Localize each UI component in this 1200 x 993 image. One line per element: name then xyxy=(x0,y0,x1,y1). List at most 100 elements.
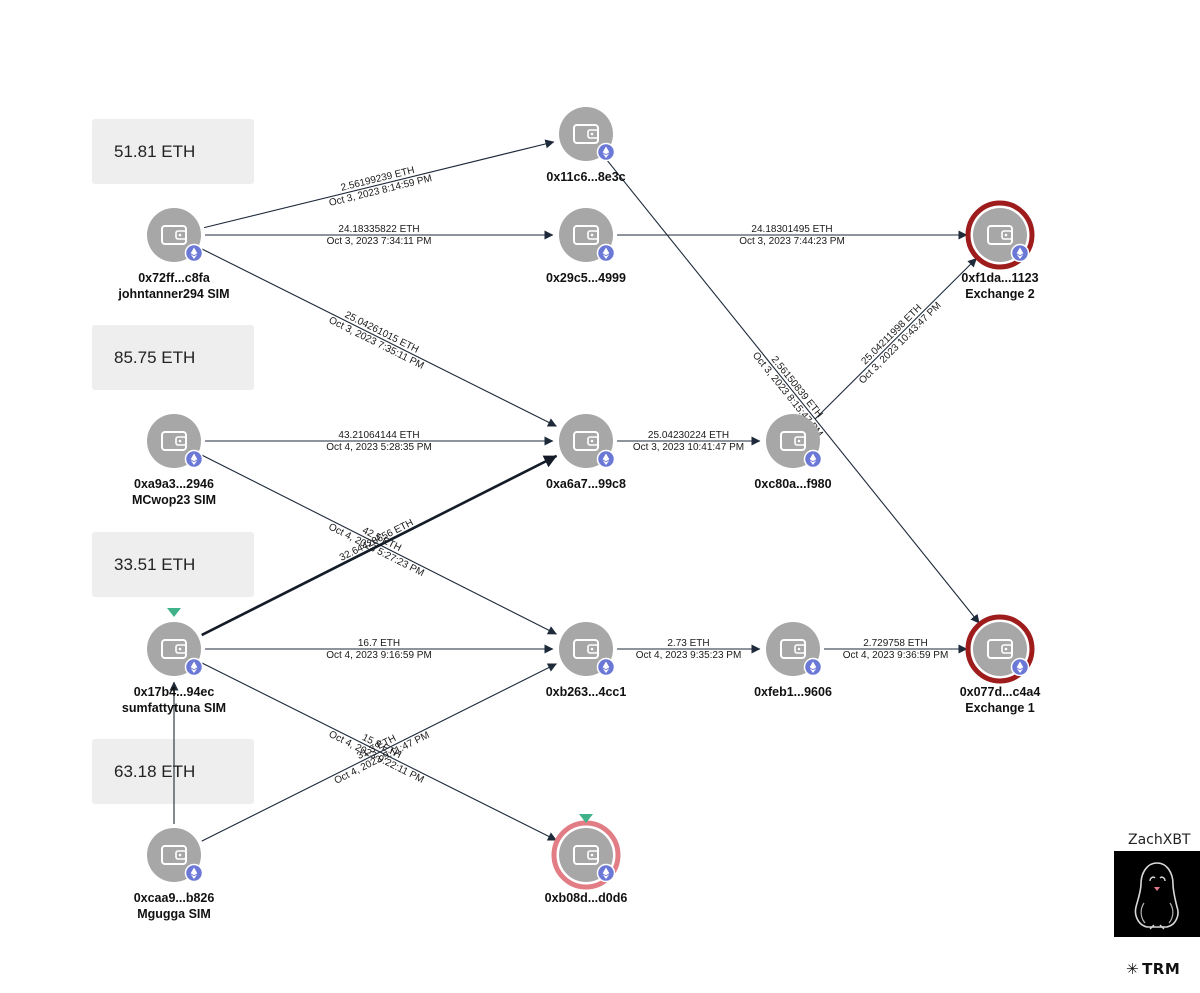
balance-box: 63.18 ETH xyxy=(92,739,254,804)
trm-logo-text: TRM xyxy=(1142,960,1181,978)
marker-triangle-icon xyxy=(167,608,181,617)
wallet-node[interactable]: 0xb263...4cc1 xyxy=(546,622,627,699)
wallet-icon xyxy=(161,845,187,865)
wallet-icon xyxy=(780,639,806,659)
edge-amount: 24.18335822 ETH xyxy=(338,224,419,235)
wallet-node[interactable]: 0xb08d...d0d6 xyxy=(545,814,628,905)
wallet-label: Mgugga SIM xyxy=(137,907,211,921)
penguin-avatar-icon xyxy=(1134,862,1179,930)
edge-amount: 25.04230224 ETH xyxy=(648,430,729,441)
wallet-label: Exchange 2 xyxy=(965,287,1035,301)
asterisk-logo-icon: ✳ xyxy=(1126,960,1140,978)
wallet-icon xyxy=(161,639,187,659)
ethereum-icon xyxy=(184,449,204,469)
wallet-icon xyxy=(987,639,1013,659)
wallet-node[interactable]: 0x11c6...8e3c xyxy=(546,107,626,184)
wallet-address: 0xa6a7...99c8 xyxy=(546,477,626,491)
ethereum-icon xyxy=(803,657,823,677)
wallet-label: MCwop23 SIM xyxy=(132,493,216,507)
ethereum-icon xyxy=(596,243,616,263)
edge-line xyxy=(604,157,980,624)
edge-timestamp: Oct 4, 2023 9:35:23 PM xyxy=(636,650,742,661)
ethereum-icon xyxy=(184,657,204,677)
wallet-address: 0x72ff...c8fa xyxy=(138,271,211,285)
balance-box-text: 51.81 ETH xyxy=(114,142,195,161)
edge-timestamp: Oct 3, 2023 7:34:11 PM xyxy=(327,236,432,247)
exchange-ring xyxy=(965,200,1035,270)
trm-logo: ✳TRM xyxy=(1126,960,1180,978)
balance-box: 85.75 ETH xyxy=(92,325,254,390)
wallet-icon xyxy=(573,845,599,865)
edge-amount: 2.73 ETH xyxy=(667,638,709,649)
ethereum-icon xyxy=(184,243,204,263)
ethereum-icon xyxy=(596,657,616,677)
edge-timestamp: Oct 3, 2023 10:43:47 PM xyxy=(857,300,944,386)
edge-line xyxy=(201,663,557,842)
wallet-node[interactable]: 0xa6a7...99c8 xyxy=(546,414,626,491)
wallet-node[interactable]: 0x29c5...4999 xyxy=(546,208,626,285)
wallet-icon xyxy=(161,225,187,245)
edge-timestamp: Oct 4, 2023 9:36:59 PM xyxy=(843,650,949,661)
edge-timestamp: Oct 3, 2023 7:44:23 PM xyxy=(739,236,845,247)
ethereum-icon xyxy=(1010,243,1030,263)
balance-box-text: 85.75 ETH xyxy=(114,348,195,367)
edge-amount: 24.18301495 ETH xyxy=(751,224,832,235)
wallet-icon xyxy=(987,225,1013,245)
wallet-icon xyxy=(161,431,187,451)
wallet-address: 0xc80a...f980 xyxy=(754,477,831,491)
wallet-address: 0xb263...4cc1 xyxy=(546,685,627,699)
balance-box-text: 63.18 ETH xyxy=(114,762,195,781)
wallet-node[interactable]: 0x72ff...c8fa johntanner294 SIM xyxy=(117,208,230,301)
edge-line xyxy=(201,248,557,427)
edge-line xyxy=(814,257,977,420)
zachxbt-avatar xyxy=(1114,851,1200,937)
edge-amount: 43.21064144 ETH xyxy=(338,430,419,441)
wallet-label: sumfattytuna SIM xyxy=(122,701,226,715)
wallet-node[interactable]: 0xfeb1...9606 xyxy=(754,622,832,699)
zachxbt-label: ZachXBT xyxy=(1128,832,1191,848)
wallet-icon xyxy=(573,225,599,245)
wallet-address: 0xcaa9...b826 xyxy=(134,891,215,905)
wallet-icon xyxy=(573,431,599,451)
edge-amount: 2.729758 ETH xyxy=(863,638,928,649)
balance-box: 51.81 ETH xyxy=(92,119,254,184)
wallet-label: johntanner294 SIM xyxy=(117,287,229,301)
wallet-icon xyxy=(780,431,806,451)
edge-timestamp: Oct 4, 2023 9:16:59 PM xyxy=(326,650,432,661)
marker-triangle-icon xyxy=(579,814,593,823)
ethereum-icon xyxy=(596,449,616,469)
ethereum-icon xyxy=(184,863,204,883)
wallet-node[interactable]: 0xc80a...f980 xyxy=(754,414,832,491)
wallet-address: 0xf1da...1123 xyxy=(961,271,1038,285)
edge-line xyxy=(201,454,558,637)
wallet-address: 0xb08d...d0d6 xyxy=(545,891,628,905)
balance-box-text: 33.51 ETH xyxy=(114,555,195,574)
transfer-edge[interactable]: 32.64428656 ETH xyxy=(201,454,558,637)
